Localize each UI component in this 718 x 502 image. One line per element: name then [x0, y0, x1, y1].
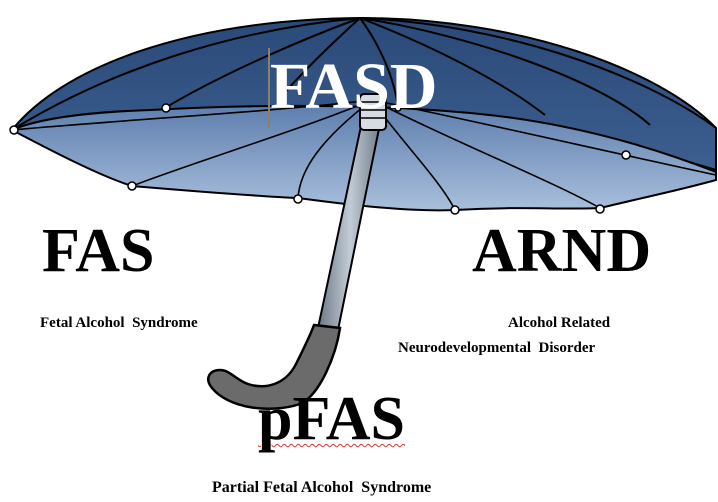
- arnd-full-name-line1: Alcohol Related: [508, 316, 610, 331]
- arnd-full-name-line2: Neurodevelopmental Disorder: [398, 341, 595, 356]
- fas-abbreviation: FAS: [42, 220, 155, 282]
- arnd-abbreviation: ARND: [472, 220, 651, 282]
- fas-full-name: Fetal Alcohol Syndrome: [40, 316, 198, 331]
- pfas-full-name: Partial Fetal Alcohol Syndrome: [212, 480, 431, 496]
- pfas-abbreviation: pFAS: [258, 388, 405, 450]
- umbrella-title: FASD: [270, 54, 437, 120]
